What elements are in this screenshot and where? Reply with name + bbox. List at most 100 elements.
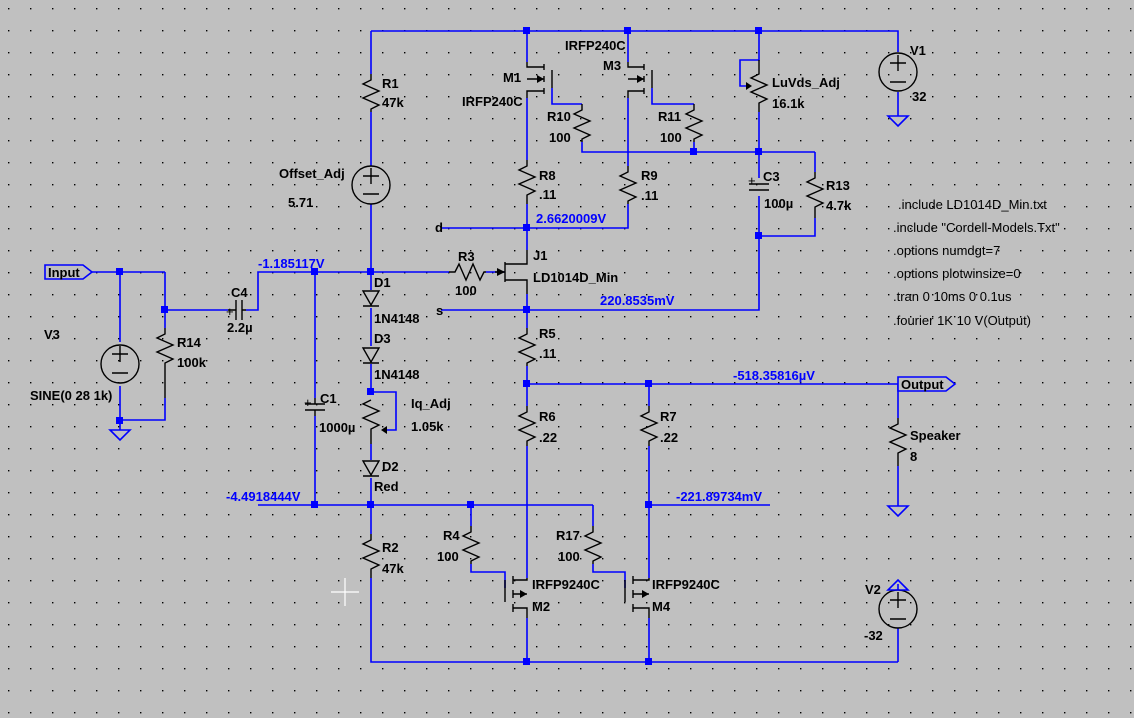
v1-source-symbol[interactable]	[878, 52, 918, 92]
d-label: d	[435, 220, 443, 235]
iq-adj-name: Iq_Adj	[411, 396, 451, 411]
resistor-r8-symbol[interactable]	[517, 160, 537, 204]
resistor-r6-symbol[interactable]	[517, 406, 537, 446]
diode-d3-symbol[interactable]	[361, 347, 381, 364]
diode-d1-symbol[interactable]	[361, 290, 381, 307]
v1-name: V1	[910, 43, 926, 58]
node-voltage-j1-source: 220.8535mV	[600, 293, 675, 308]
j1-value: LD1014D_Min	[533, 270, 618, 285]
v1-value: 32	[912, 89, 926, 104]
v3-value: SINE(0 28 1k)	[30, 388, 112, 403]
v3-source-symbol[interactable]	[100, 344, 140, 384]
r3-name: R3	[458, 249, 475, 264]
c3-value: 100µ	[764, 196, 793, 211]
r8-name: R8	[539, 168, 556, 183]
c1-name: C1	[320, 391, 337, 406]
v2-value: -32	[864, 628, 883, 643]
j1-name: J1	[533, 248, 547, 263]
r2-name: R2	[382, 540, 399, 555]
speaker-name: Speaker	[910, 428, 961, 443]
offset-adj-source-symbol[interactable]	[351, 165, 391, 205]
resistor-r1-symbol[interactable]	[361, 74, 381, 112]
r1-value: 47k	[382, 95, 404, 110]
node-voltage-j1-drain: 2.6620009V	[536, 211, 606, 226]
resistor-r17-symbol[interactable]	[583, 526, 603, 564]
r17-value: 100	[558, 549, 580, 564]
r11-name: R11	[658, 109, 681, 124]
mosfet-m1-symbol[interactable]	[526, 62, 553, 98]
d3-name: D3	[374, 331, 391, 346]
r1-name: R1	[382, 76, 399, 91]
offset-adj-name: Offset_Adj	[279, 166, 345, 181]
junctions	[116, 27, 762, 665]
resistor-r5-symbol[interactable]	[517, 328, 537, 366]
r10-name: R10	[547, 109, 571, 124]
c3-name: C3	[763, 169, 780, 184]
node-voltage-c1: -4.4918444V	[226, 489, 301, 504]
c4-name: C4	[231, 285, 248, 300]
resistor-r14-symbol[interactable]	[155, 328, 175, 398]
crosshair-cursor-icon	[331, 578, 359, 606]
capacitor-c1-symbol[interactable]	[305, 398, 325, 416]
d1-value: 1N4148	[374, 311, 420, 326]
directive-3: .options numdgt=7	[893, 243, 1000, 258]
r6-value: .22	[539, 430, 557, 445]
resistor-r11-symbol[interactable]	[684, 104, 704, 142]
m1-value: IRFP240C	[462, 94, 523, 109]
resistor-speaker-symbol[interactable]	[888, 418, 908, 466]
node-voltage-output: -518.35816µV	[733, 368, 815, 383]
r7-name: R7	[660, 409, 677, 424]
node-voltage-c4: -1.185117V	[258, 256, 325, 271]
v2-source-symbol[interactable]	[878, 578, 918, 629]
r17-name: R17	[556, 528, 580, 543]
r14-value: 100k	[177, 355, 207, 370]
resistor-r13-symbol[interactable]	[805, 172, 825, 218]
r10-value: 100	[549, 130, 571, 145]
iq-adj-potentiometer-symbol[interactable]	[361, 399, 381, 444]
c4-plus: +	[226, 304, 234, 319]
directive-2: .include "Cordell-Models.Txt"	[893, 220, 1060, 235]
spice-directives[interactable]: .include LD1014D_Min.txt .include "Corde…	[893, 197, 1060, 328]
r3-value: 100	[455, 283, 477, 298]
r13-value: 4.7k	[826, 198, 852, 213]
r13-name: R13	[826, 178, 850, 193]
output-label: Output	[901, 377, 944, 392]
luvds-adj-potentiometer-symbol[interactable]	[749, 60, 769, 112]
v2-name: V2	[865, 582, 881, 597]
resistor-r3-symbol[interactable]	[449, 262, 486, 282]
output-flag[interactable]	[897, 376, 957, 392]
mosfet-m4-symbol[interactable]	[624, 576, 650, 618]
input-flag[interactable]	[44, 264, 94, 280]
r5-name: R5	[539, 326, 556, 341]
luvds-adj-name: LuVds_Adj	[772, 75, 840, 90]
directive-1: .include LD1014D_Min.txt	[898, 197, 1047, 212]
c3-plus: +	[748, 173, 756, 188]
d3-value: 1N4148	[374, 367, 420, 382]
v3-name: V3	[44, 327, 60, 342]
ground-symbols	[108, 115, 910, 518]
resistor-r9-symbol[interactable]	[618, 166, 638, 204]
c1-value: 1000µ	[319, 420, 355, 435]
resistor-r4-symbol[interactable]	[461, 526, 481, 564]
d1-name: D1	[374, 275, 391, 290]
r9-name: R9	[641, 168, 658, 183]
capacitor-c3-symbol[interactable]	[749, 183, 769, 191]
node-voltage-m4-gate: -221.89734mV	[676, 489, 762, 504]
jfet-j1-symbol[interactable]	[495, 250, 528, 294]
resistor-r2-symbol[interactable]	[361, 534, 381, 578]
luvds-adj-value: 16.1k	[772, 96, 805, 111]
resistor-r10-symbol[interactable]	[572, 104, 592, 142]
m4-name: M4	[652, 599, 671, 614]
mosfet-m3-symbol[interactable]	[627, 62, 653, 98]
mosfet-m2-symbol[interactable]	[504, 576, 528, 618]
c1-plus: +	[304, 395, 312, 410]
r8-value: .11	[539, 187, 556, 202]
d2-value: Red	[374, 479, 399, 494]
r7-value: .22	[660, 430, 678, 445]
capacitor-c4-symbol[interactable]	[228, 300, 246, 320]
resistor-r7-symbol[interactable]	[639, 406, 659, 446]
directive-6: .fourier 1K 10 V(Output)	[893, 313, 1031, 328]
diode-d2-symbol[interactable]	[361, 460, 381, 477]
d2-name: D2	[382, 459, 399, 474]
